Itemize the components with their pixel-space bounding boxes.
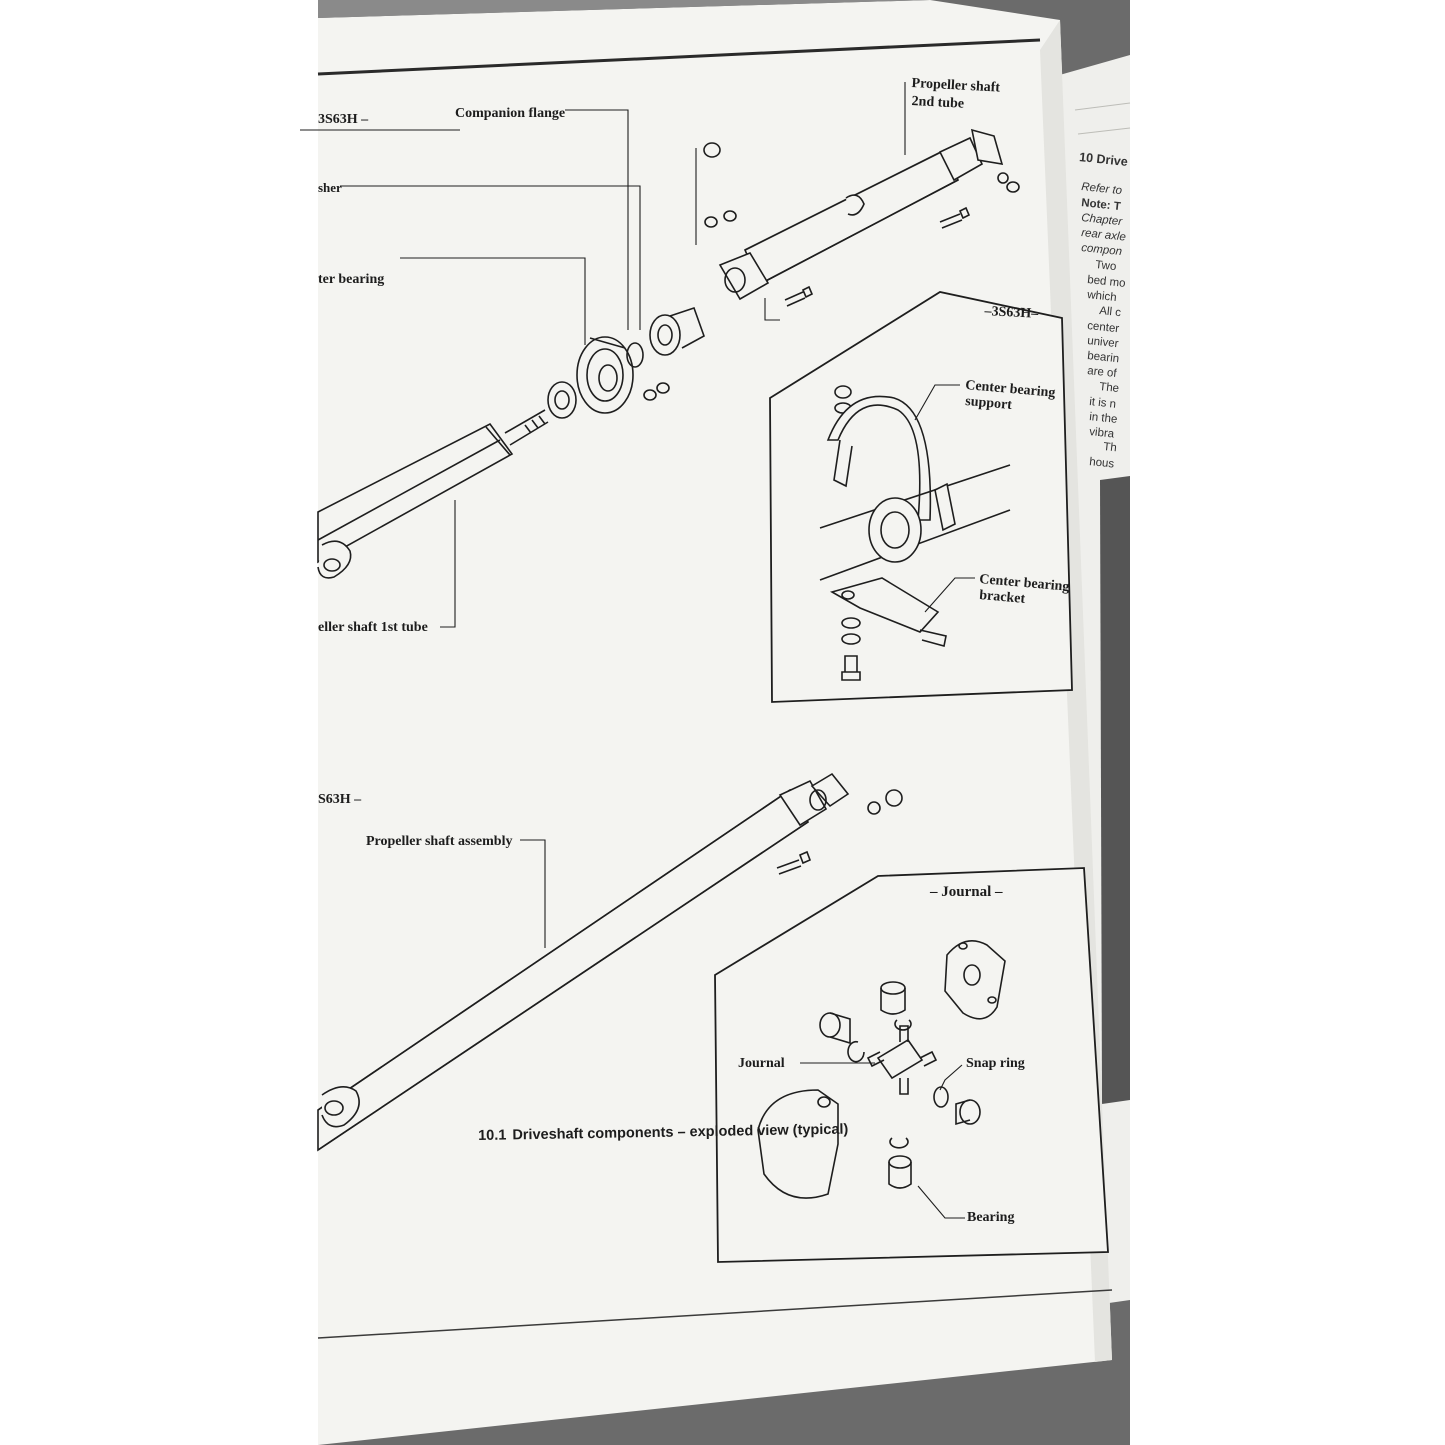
companion-flange-drawing <box>649 306 705 356</box>
propeller-shaft-2nd-tube-drawing <box>718 128 1020 301</box>
right-page-line: hous <box>1088 455 1115 471</box>
top-model-label: 3S63H – <box>318 112 369 127</box>
center-bearing-bracket-drawing <box>829 577 947 681</box>
bottom-model-label: S63H – <box>318 792 362 807</box>
right-page-line: All c <box>1098 304 1122 320</box>
companion-flange-label: Companion flange <box>455 106 566 121</box>
figure-number: 10.1 <box>478 1127 507 1144</box>
bearing-label: Bearing <box>967 1210 1015 1225</box>
right-page-line: The <box>1098 380 1120 396</box>
propeller-shaft-1st-tube-label: eller shaft 1st tube <box>318 620 428 635</box>
center-bearing-support-drawing <box>819 385 1011 581</box>
right-page-line: Th <box>1102 440 1118 455</box>
propeller-shaft-2nd-tube-label-line2: 2nd tube <box>911 94 965 112</box>
right-page-line: Two <box>1094 258 1117 274</box>
upper-leader-lines <box>300 82 906 628</box>
washer-label: sher <box>318 180 342 195</box>
center-bearing-label: ter bearing <box>318 272 385 287</box>
center-bearing-drawing <box>576 336 634 414</box>
right-page-rules <box>1074 102 1131 135</box>
snap-ring-label: Snap ring <box>966 1056 1025 1071</box>
journal-label: Journal <box>738 1056 785 1071</box>
propeller-shaft-assembly-drawing <box>317 772 903 1152</box>
journal-inset-title: – Journal – <box>930 884 1003 900</box>
propeller-shaft-assembly-label: Propeller shaft assembly <box>366 834 513 849</box>
propeller-shaft-1st-tube-drawing <box>317 409 549 579</box>
center-bearing-inset-title: –3S63H– <box>984 304 1039 322</box>
journal-drawing <box>757 939 1006 1199</box>
